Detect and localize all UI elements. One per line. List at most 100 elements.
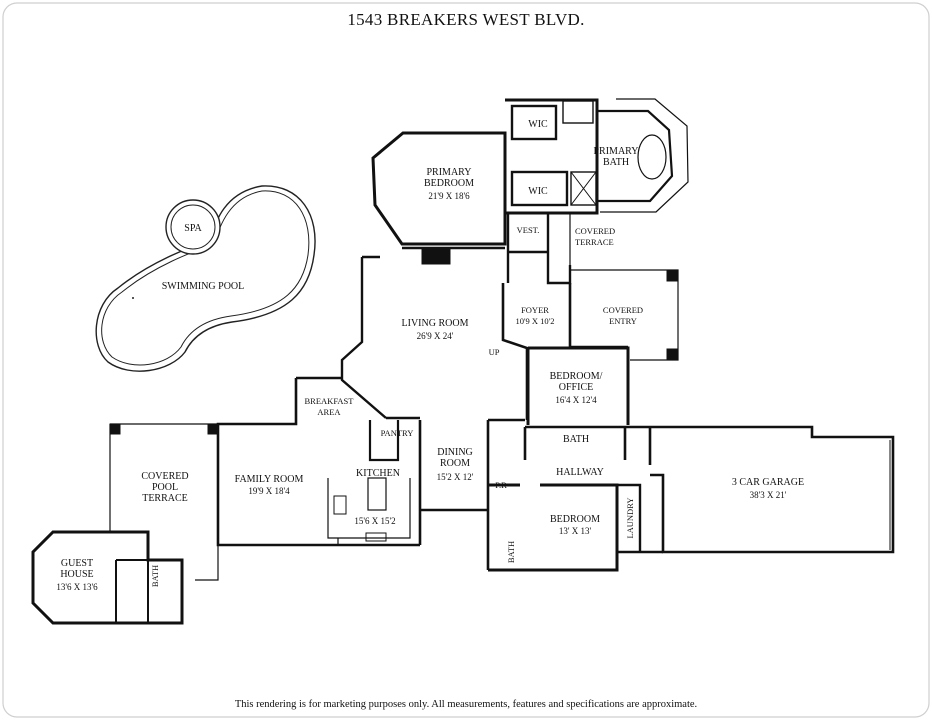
label-up: UP [489,347,500,357]
label-primary-bedroom-line: PRIMARY [426,167,471,178]
wall-living-north [362,246,505,259]
dims-family-room: 19'9 X 18'4 [248,486,290,496]
wall-bath-bay [597,109,674,203]
fireplace [421,247,451,265]
label-powder-room: P.R [495,480,507,490]
disclaimer: This rendering is for marketing purposes… [234,699,698,710]
wall-vestibule [506,213,572,285]
label-guest-house-line: GUEST [61,558,93,569]
wall-wic-bottom [510,170,569,207]
label-foyer: FOYER [521,305,549,315]
terrace-column-2 [207,423,219,435]
primary-tub [637,134,667,180]
wall-covered-entry [570,269,679,361]
label-primary-bath-line: BATH [603,157,629,168]
label-dining-room-line: DINING [437,447,473,458]
spa-outline [165,199,221,255]
label-family-room: FAMILY ROOM [235,474,304,485]
linen-cross [570,171,597,206]
dims-bedroom-office: 16'4 X 12'4 [555,395,597,405]
wall-linen-top [562,100,594,124]
spa-inner [170,204,216,250]
wall-primary-bedroom [371,131,507,246]
wall-bedroom [488,483,619,572]
label-garage: 3 CAR GARAGE [732,477,804,488]
wall-primary-bath [505,98,599,215]
dims-foyer: 10'9 X 10'2 [516,316,555,326]
label-covered-pool-terrace-line: COVERED [141,471,188,482]
label-covered-terrace-line: TERRACE [575,237,614,247]
label-bath-hall: BATH [563,434,589,445]
label-primary-bedroom-line: BEDROOM [424,178,474,189]
label-covered-entry-line: ENTRY [609,316,637,326]
kitchen-stove [365,532,387,542]
page-title: 1543 BREAKERS WEST BLVD. [347,10,585,29]
kitchen-sink [333,495,347,515]
dims-primary-bedroom: 21'9 X 18'6 [428,191,470,201]
label-bath-guest: BATH [150,565,160,587]
label-covered-entry-line: COVERED [603,305,643,315]
wall-pantry [368,420,400,462]
wall-pool-terrace [109,423,219,581]
walls [31,98,895,625]
dims-living-room: 26'9 X 24' [417,331,454,341]
label-pantry: PANTRY [381,428,414,438]
label-bedroom: BEDROOM [550,514,600,525]
label-bedroom-office-line: OFFICE [559,382,593,393]
label-bedroom-office: BEDROOM/OFFICE [550,371,603,393]
wall-guest-bath [115,559,149,623]
label-laundry: LAUNDRY [625,497,635,538]
terrace-column-1 [109,423,121,435]
wall-bath-bay-outer [600,98,689,213]
label-wic-bottom: WIC [528,186,548,197]
wall-living-west [340,257,387,419]
label-wic-top: WIC [528,119,548,130]
label-covered-pool-terrace-line: POOL [152,482,178,493]
kitchen-island [367,477,387,511]
label-guest-house-line: HOUSE [60,569,93,580]
label-swimming-pool: SWIMMING POOL [162,281,245,292]
label-covered-terrace-line: COVERED [575,226,615,236]
label-covered-pool-terrace-line: TERRACE [142,493,188,504]
label-breakfast-area-line: BREAKFAST [305,396,355,406]
pool-drain [132,297,134,299]
pool-area [95,185,316,372]
wall-garage [650,425,895,554]
wall-bedroom-office [526,346,630,425]
wall-laundry [617,483,663,554]
entry-column-1 [666,269,679,282]
dims-bedroom: 13' X 13' [559,526,592,536]
wall-dining [386,416,488,545]
label-vest: VEST. [517,225,540,235]
dims-guest-house: 13'6 X 13'6 [56,582,98,592]
kitchen-counter [327,478,411,545]
wall-linen-bottom [570,171,597,206]
label-breakfast-area-line: AREA [317,407,341,417]
entry-column-2 [666,348,679,361]
label-kitchen: KITCHEN [356,468,400,479]
wall-hallway [486,418,652,570]
label-spa: SPA [184,223,202,234]
dims-kitchen: 15'6 X 15'2 [354,516,395,526]
label-primary-bath-line: PRIMARY [593,146,638,157]
wall-guest-house [31,530,184,625]
label-living-room: LIVING ROOM [402,318,469,329]
label-hallway: HALLWAY [556,467,604,478]
dims-garage: 38'3 X 21' [750,490,787,500]
dims-dining-room: 15'2 X 12' [437,472,474,482]
wall-wic-top [510,104,558,141]
label-bedroom-office-line: BEDROOM/ [550,371,603,382]
label-dining-room-line: ROOM [440,458,470,469]
